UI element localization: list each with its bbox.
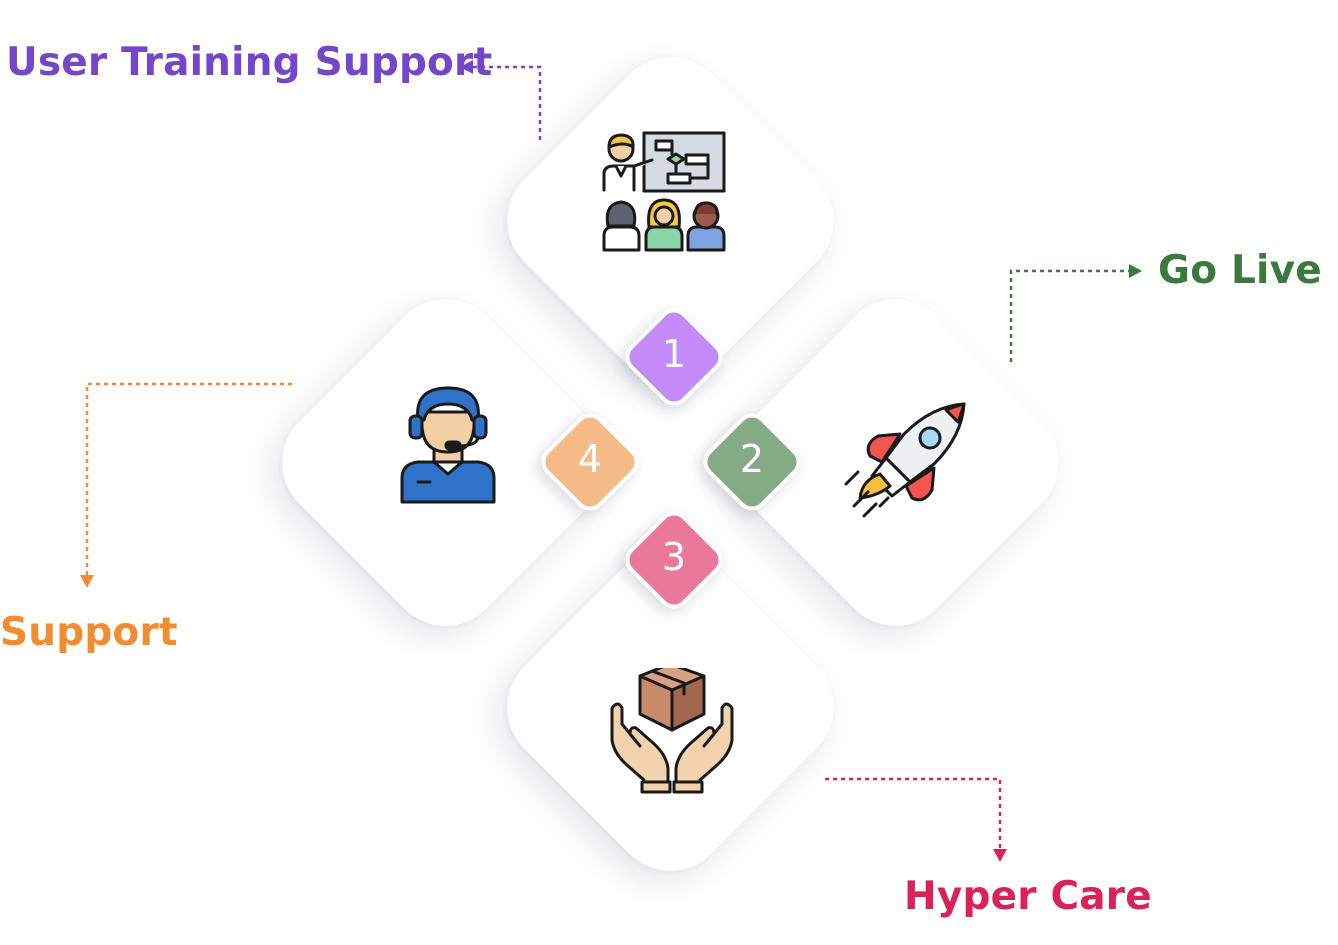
badge-number-1: 1	[661, 332, 687, 376]
label-user-training-support: User Training Support	[6, 40, 493, 85]
badge-number-3: 3	[661, 535, 687, 579]
connector-hypercare	[825, 777, 1002, 850]
arrowhead-golive	[1129, 264, 1142, 278]
badge-number-2: 2	[739, 437, 765, 481]
connector-golive	[1009, 269, 1130, 362]
label-hyper-care: Hyper Care	[904, 874, 1152, 919]
label-support: Support	[0, 610, 178, 655]
rocket-icon	[844, 402, 966, 518]
arrowhead-support	[80, 575, 94, 588]
connector-support	[85, 382, 292, 576]
arrowhead-hypercare	[993, 849, 1007, 862]
connector-training	[472, 65, 542, 140]
training-icon	[602, 131, 726, 252]
label-go-live: Go Live	[1158, 248, 1322, 293]
badge-number-4: 4	[577, 437, 603, 481]
arrowhead-training	[460, 60, 473, 74]
care-box-icon	[610, 668, 734, 794]
headset-agent-icon	[400, 386, 496, 504]
